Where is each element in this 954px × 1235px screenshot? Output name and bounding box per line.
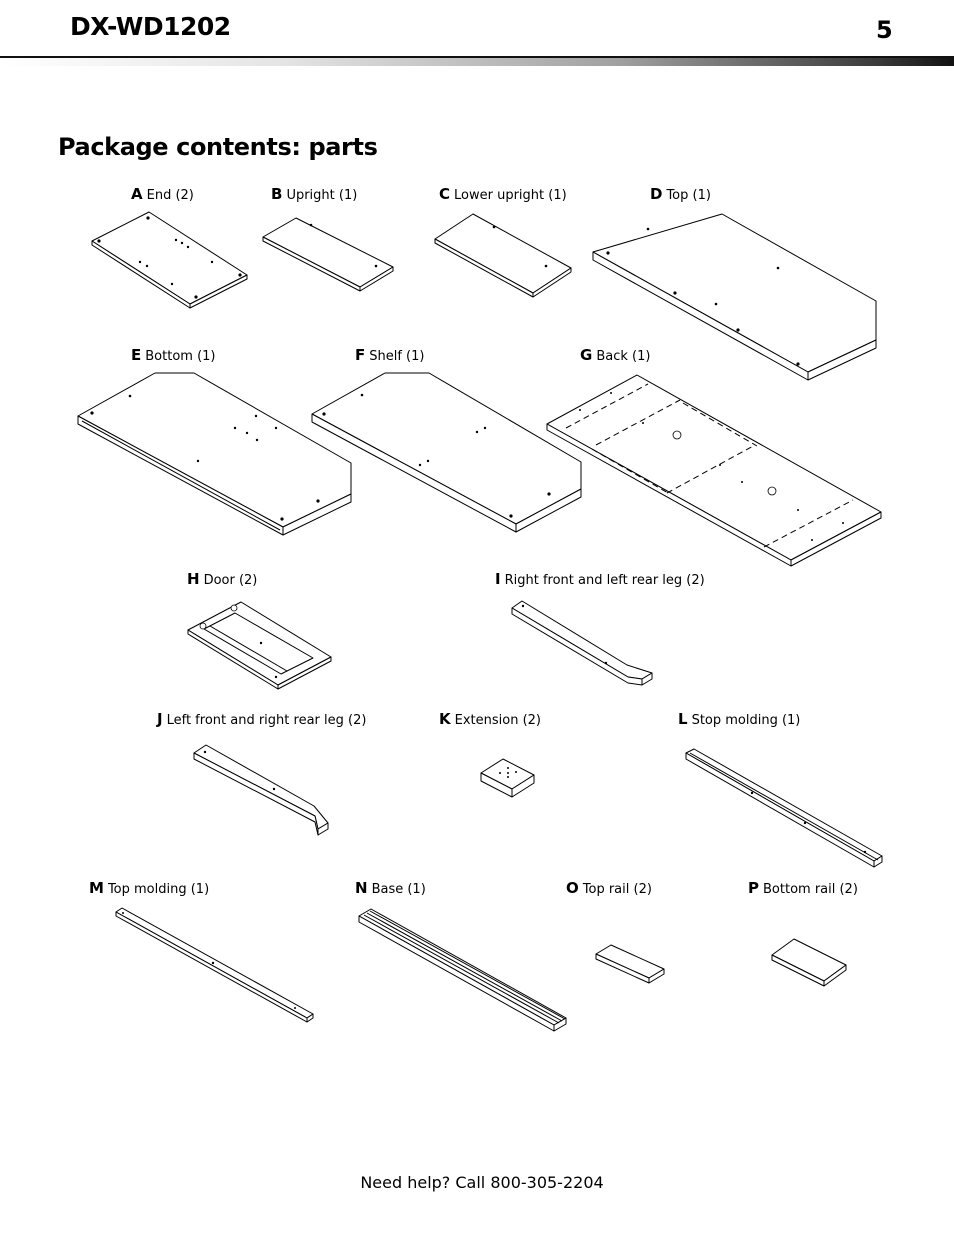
part-text: Bottom (1) — [145, 349, 216, 364]
part-text: Right front and left rear leg (2) — [504, 573, 705, 588]
part-j-drawing — [193, 744, 329, 836]
part-k-drawing — [480, 758, 535, 798]
part-h-drawing — [187, 601, 332, 690]
part-letter: N — [355, 879, 368, 897]
part-e-drawing — [77, 372, 352, 536]
part-n-drawing — [358, 908, 567, 1032]
help-footer: Need help? Call 800-305-2204 — [0, 1173, 954, 1192]
help-text: Need help? Call 800-305-2204 — [360, 1173, 604, 1192]
part-label-p: P Bottom rail (2) — [748, 879, 858, 899]
part-letter: K — [439, 710, 451, 728]
part-l-drawing — [685, 748, 883, 868]
model-number: DX-WD1202 — [70, 12, 231, 41]
part-letter: L — [678, 710, 688, 728]
part-a-drawing — [91, 211, 248, 309]
part-letter: M — [89, 879, 104, 897]
part-text: Back (1) — [596, 349, 651, 364]
part-letter: H — [187, 570, 200, 588]
part-letter: D — [650, 185, 663, 203]
part-letter: A — [131, 185, 143, 203]
part-text: Bottom rail (2) — [763, 882, 858, 897]
part-text: Top rail (2) — [582, 882, 652, 897]
section-title: Package contents: parts — [58, 133, 378, 161]
part-letter: O — [566, 879, 579, 897]
part-text: Base (1) — [371, 882, 426, 897]
part-text: Left front and right rear leg (2) — [166, 713, 367, 728]
part-m-drawing — [115, 907, 314, 1023]
part-o-drawing — [595, 944, 665, 984]
part-letter: G — [580, 346, 593, 364]
part-letter: E — [131, 346, 142, 364]
part-letter: P — [748, 879, 759, 897]
part-p-drawing — [771, 938, 847, 987]
part-f-drawing — [311, 372, 582, 533]
part-text: Top molding (1) — [107, 882, 210, 897]
part-b-drawing — [262, 217, 394, 292]
part-text: Shelf (1) — [369, 349, 425, 364]
part-text: Extension (2) — [454, 713, 541, 728]
part-text: End (2) — [146, 188, 194, 203]
part-letter: B — [271, 185, 283, 203]
part-i-drawing — [511, 600, 653, 686]
part-text: Door (2) — [203, 573, 258, 588]
part-letter: J — [157, 710, 163, 728]
part-text: Upright (1) — [286, 188, 358, 203]
page-number: 5 — [876, 16, 893, 44]
part-letter: I — [495, 570, 501, 588]
part-letter: C — [439, 185, 451, 203]
part-d-drawing — [592, 213, 877, 381]
part-letter: F — [355, 346, 366, 364]
header-rule — [0, 56, 954, 66]
part-text: Top (1) — [666, 188, 711, 203]
part-c-drawing — [434, 213, 572, 298]
part-text: Stop molding (1) — [691, 713, 801, 728]
part-text: Lower upright (1) — [454, 188, 567, 203]
part-g-drawing — [546, 374, 882, 567]
